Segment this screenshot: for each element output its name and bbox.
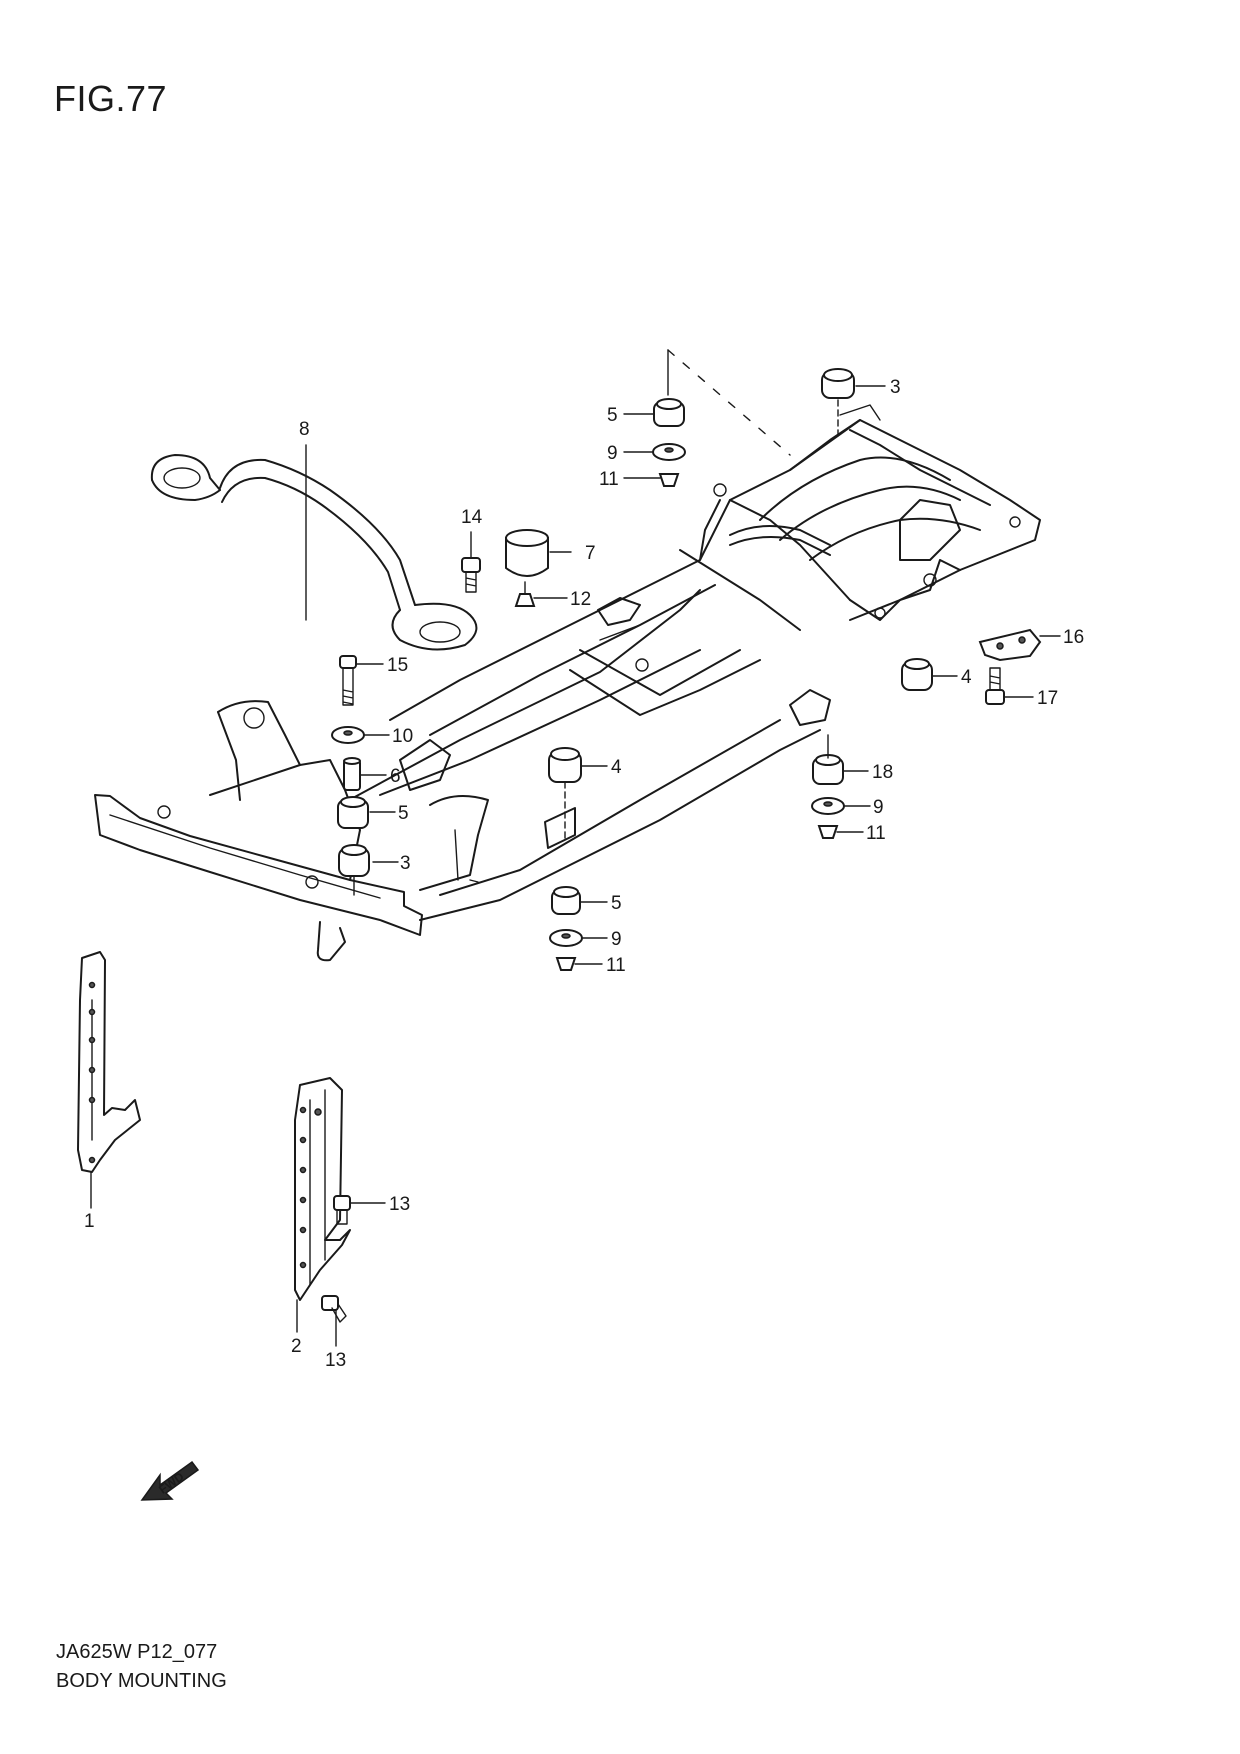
part-2-bracket bbox=[294, 1077, 351, 1301]
callout-12: 12 bbox=[570, 589, 591, 610]
callout-5-top: 5 bbox=[607, 405, 618, 426]
washer-10 bbox=[331, 726, 365, 744]
bolt-15 bbox=[339, 655, 357, 706]
rubber-7 bbox=[505, 529, 549, 577]
bolt-17 bbox=[985, 667, 1005, 705]
cushion-4-right bbox=[901, 658, 933, 691]
callout-6: 6 bbox=[390, 766, 401, 787]
callout-14: 14 bbox=[461, 507, 483, 528]
mount-parts bbox=[321, 349, 1042, 1323]
diagram-code: JA625W P12_077 bbox=[56, 1641, 218, 1663]
callout-16: 16 bbox=[1063, 627, 1084, 648]
callout-labels: 1 2 3 3 4 4 5 5 5 6 7 8 9 9 9 10 11 11 1… bbox=[84, 377, 1084, 1371]
bolt-13-lower bbox=[321, 1295, 347, 1323]
bracket-16 bbox=[978, 628, 1042, 662]
cushion-3-front bbox=[338, 844, 370, 896]
callout-18: 18 bbox=[872, 762, 893, 783]
callout-9-top: 9 bbox=[607, 443, 618, 464]
callout-4-center: 4 bbox=[611, 757, 622, 778]
callout-3-rear: 3 bbox=[890, 377, 901, 398]
callout-3-front: 3 bbox=[400, 853, 411, 874]
callout-11-center: 11 bbox=[606, 955, 626, 976]
callout-2: 2 bbox=[291, 1336, 302, 1357]
cushion-3-rear bbox=[821, 368, 855, 441]
collar-6 bbox=[343, 757, 361, 791]
callout-8: 8 bbox=[299, 419, 310, 440]
washer-9-right bbox=[811, 797, 845, 815]
callout-13-lower: 13 bbox=[325, 1350, 346, 1371]
callout-7: 7 bbox=[585, 543, 596, 564]
callout-4-right: 4 bbox=[961, 667, 972, 688]
clip-12 bbox=[514, 581, 536, 607]
callout-5-center: 5 bbox=[611, 893, 622, 914]
fwd-arrow: FWD bbox=[140, 1460, 200, 1501]
leader-lines bbox=[90, 385, 1061, 1347]
callout-15: 15 bbox=[387, 655, 408, 676]
cushion-5-top bbox=[653, 398, 685, 427]
washer-9-top bbox=[652, 443, 686, 461]
diagram-caption: BODY MOUNTING bbox=[56, 1670, 227, 1692]
bolt-13-upper bbox=[333, 1195, 351, 1225]
chassis-frame bbox=[94, 404, 1041, 962]
nut-11-top bbox=[658, 473, 680, 487]
callout-11-top: 11 bbox=[599, 469, 619, 490]
callout-9-center: 9 bbox=[611, 929, 622, 950]
washer-9-center bbox=[549, 929, 583, 947]
callout-13-upper: 13 bbox=[389, 1194, 410, 1215]
callout-1: 1 bbox=[84, 1211, 95, 1232]
callout-5-left: 5 bbox=[398, 803, 409, 824]
bolt-14 bbox=[461, 557, 481, 593]
callout-9-right: 9 bbox=[873, 797, 884, 818]
cushion-5-left bbox=[337, 796, 369, 829]
cushion-4-center bbox=[548, 747, 582, 839]
part-1-bracket bbox=[77, 951, 141, 1173]
callout-11-right: 11 bbox=[866, 823, 886, 844]
cushion-18 bbox=[812, 734, 844, 785]
callout-10: 10 bbox=[392, 726, 413, 747]
nut-11-right bbox=[817, 825, 839, 839]
cushion-5-center bbox=[551, 886, 581, 915]
figure-title: FIG.77 bbox=[54, 78, 168, 119]
nut-11-center bbox=[555, 957, 577, 971]
callout-17: 17 bbox=[1037, 688, 1058, 709]
stabilizer-bar bbox=[150, 454, 478, 651]
